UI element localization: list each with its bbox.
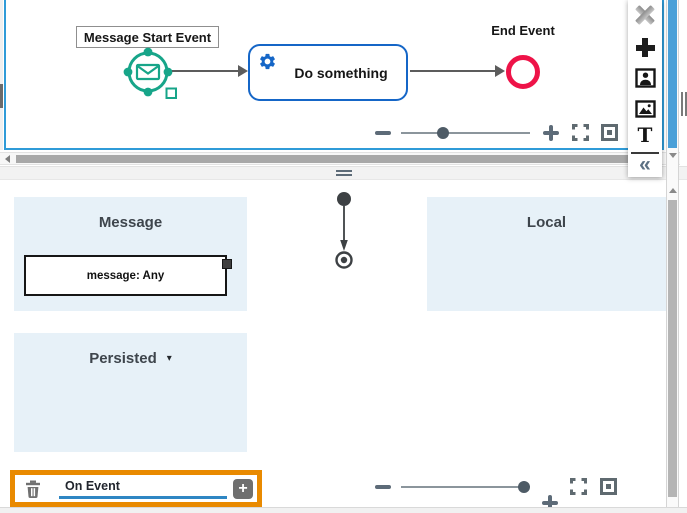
window-edge-splitter[interactable] <box>681 92 687 118</box>
panel-splitter-grip[interactable] <box>336 170 352 172</box>
plus-icon: + <box>238 479 248 497</box>
resize-handle <box>165 87 177 99</box>
end-event-node[interactable] <box>506 55 540 89</box>
add-event-button[interactable]: + <box>233 478 253 499</box>
canvas-zoom-slider-thumb[interactable] <box>437 127 449 139</box>
sequence-flow-2-arrowhead <box>495 65 505 77</box>
panel-splitter-grip2 <box>336 174 352 176</box>
right-scrollbar-down-arrow[interactable] <box>669 153 677 158</box>
event-tab-label: On Event <box>65 478 120 493</box>
event-tab-bar[interactable]: On Event + <box>10 470 262 507</box>
connector-source-dot <box>337 192 351 206</box>
connector-arrowhead <box>340 240 348 251</box>
group-message-title: Message <box>98 214 163 231</box>
portrait-icon[interactable] <box>634 68 656 88</box>
scope-connector <box>335 192 353 269</box>
envelope-icon <box>135 63 161 81</box>
sequence-flow-2[interactable] <box>410 70 496 72</box>
task-label: Do something <box>294 64 388 81</box>
selection-handles <box>123 47 173 97</box>
end-event-label: End Event <box>478 23 568 38</box>
panel-zoom-in-button[interactable] <box>542 495 558 511</box>
connector-target-dot <box>340 256 348 264</box>
group-persisted-title: Persisted ▾ <box>14 333 247 367</box>
chevron-down-icon[interactable]: ▾ <box>166 353 172 364</box>
collapse-icon[interactable]: « <box>639 153 651 176</box>
variable-node-port[interactable] <box>222 259 232 269</box>
right-scrollbar-top-thumb[interactable] <box>668 0 677 148</box>
image-icon[interactable] <box>634 100 656 118</box>
window-bottom-strip <box>0 507 687 513</box>
canvas-border-right <box>662 0 664 150</box>
left-scrollbar-track[interactable] <box>0 0 3 150</box>
canvas-zoom-slider-track[interactable] <box>401 132 530 134</box>
sequence-flow-1[interactable] <box>172 70 239 72</box>
panel-fit-content-icon[interactable] <box>600 478 617 495</box>
canvas-fit-screen-icon[interactable] <box>572 124 589 141</box>
trash-icon[interactable] <box>25 480 41 498</box>
message-start-event-node[interactable] <box>118 42 180 104</box>
variable-node-message-label: message: Any <box>86 269 165 282</box>
event-tab-on-event[interactable]: On Event <box>59 479 227 499</box>
close-icon[interactable] <box>635 5 655 25</box>
toolbar-separator <box>631 152 659 154</box>
left-scrollbar-thumb[interactable] <box>0 84 3 108</box>
start-event-label-text: Message Start Event <box>83 29 212 45</box>
variable-node-message[interactable]: message: Any <box>24 255 227 296</box>
start-event-circle <box>127 51 169 93</box>
panel-zoom-slider-thumb[interactable] <box>518 481 530 493</box>
end-event-label-text: End Event <box>491 23 555 38</box>
canvas-fit-content-icon[interactable] <box>601 124 618 141</box>
group-local[interactable]: Local <box>427 197 666 311</box>
canvas-zoom-in-button[interactable] <box>543 125 559 141</box>
panel-zoom-slider-track[interactable] <box>401 486 525 488</box>
start-event-label[interactable]: Message Start Event <box>76 26 219 48</box>
group-local-title: Local <box>526 214 567 231</box>
right-scrollbar-bottom-thumb[interactable] <box>668 200 677 497</box>
add-element-icon[interactable] <box>635 38 655 57</box>
panel-zoom-out-button[interactable] <box>375 485 391 489</box>
canvas-border-bottom <box>4 148 664 150</box>
panel-fit-screen-icon[interactable] <box>570 478 587 495</box>
canvas-hscrollbar-thumb[interactable] <box>16 155 656 163</box>
sequence-flow-1-arrowhead <box>238 65 248 77</box>
group-persisted[interactable]: Persisted ▾ <box>14 333 247 452</box>
floating-toolbar: T « <box>628 0 662 177</box>
canvas-border-left <box>4 0 6 150</box>
right-scrollbar-up-arrow[interactable] <box>669 188 677 193</box>
task-node[interactable]: Do something <box>248 44 408 101</box>
canvas-hscrollbar-left-arrow[interactable] <box>5 155 10 163</box>
text-tool-icon[interactable]: T <box>637 123 653 147</box>
group-persisted-label: Persisted <box>89 350 157 367</box>
canvas-zoom-out-button[interactable] <box>375 131 391 135</box>
gear-icon <box>260 53 275 70</box>
panel-splitter[interactable] <box>0 166 687 180</box>
